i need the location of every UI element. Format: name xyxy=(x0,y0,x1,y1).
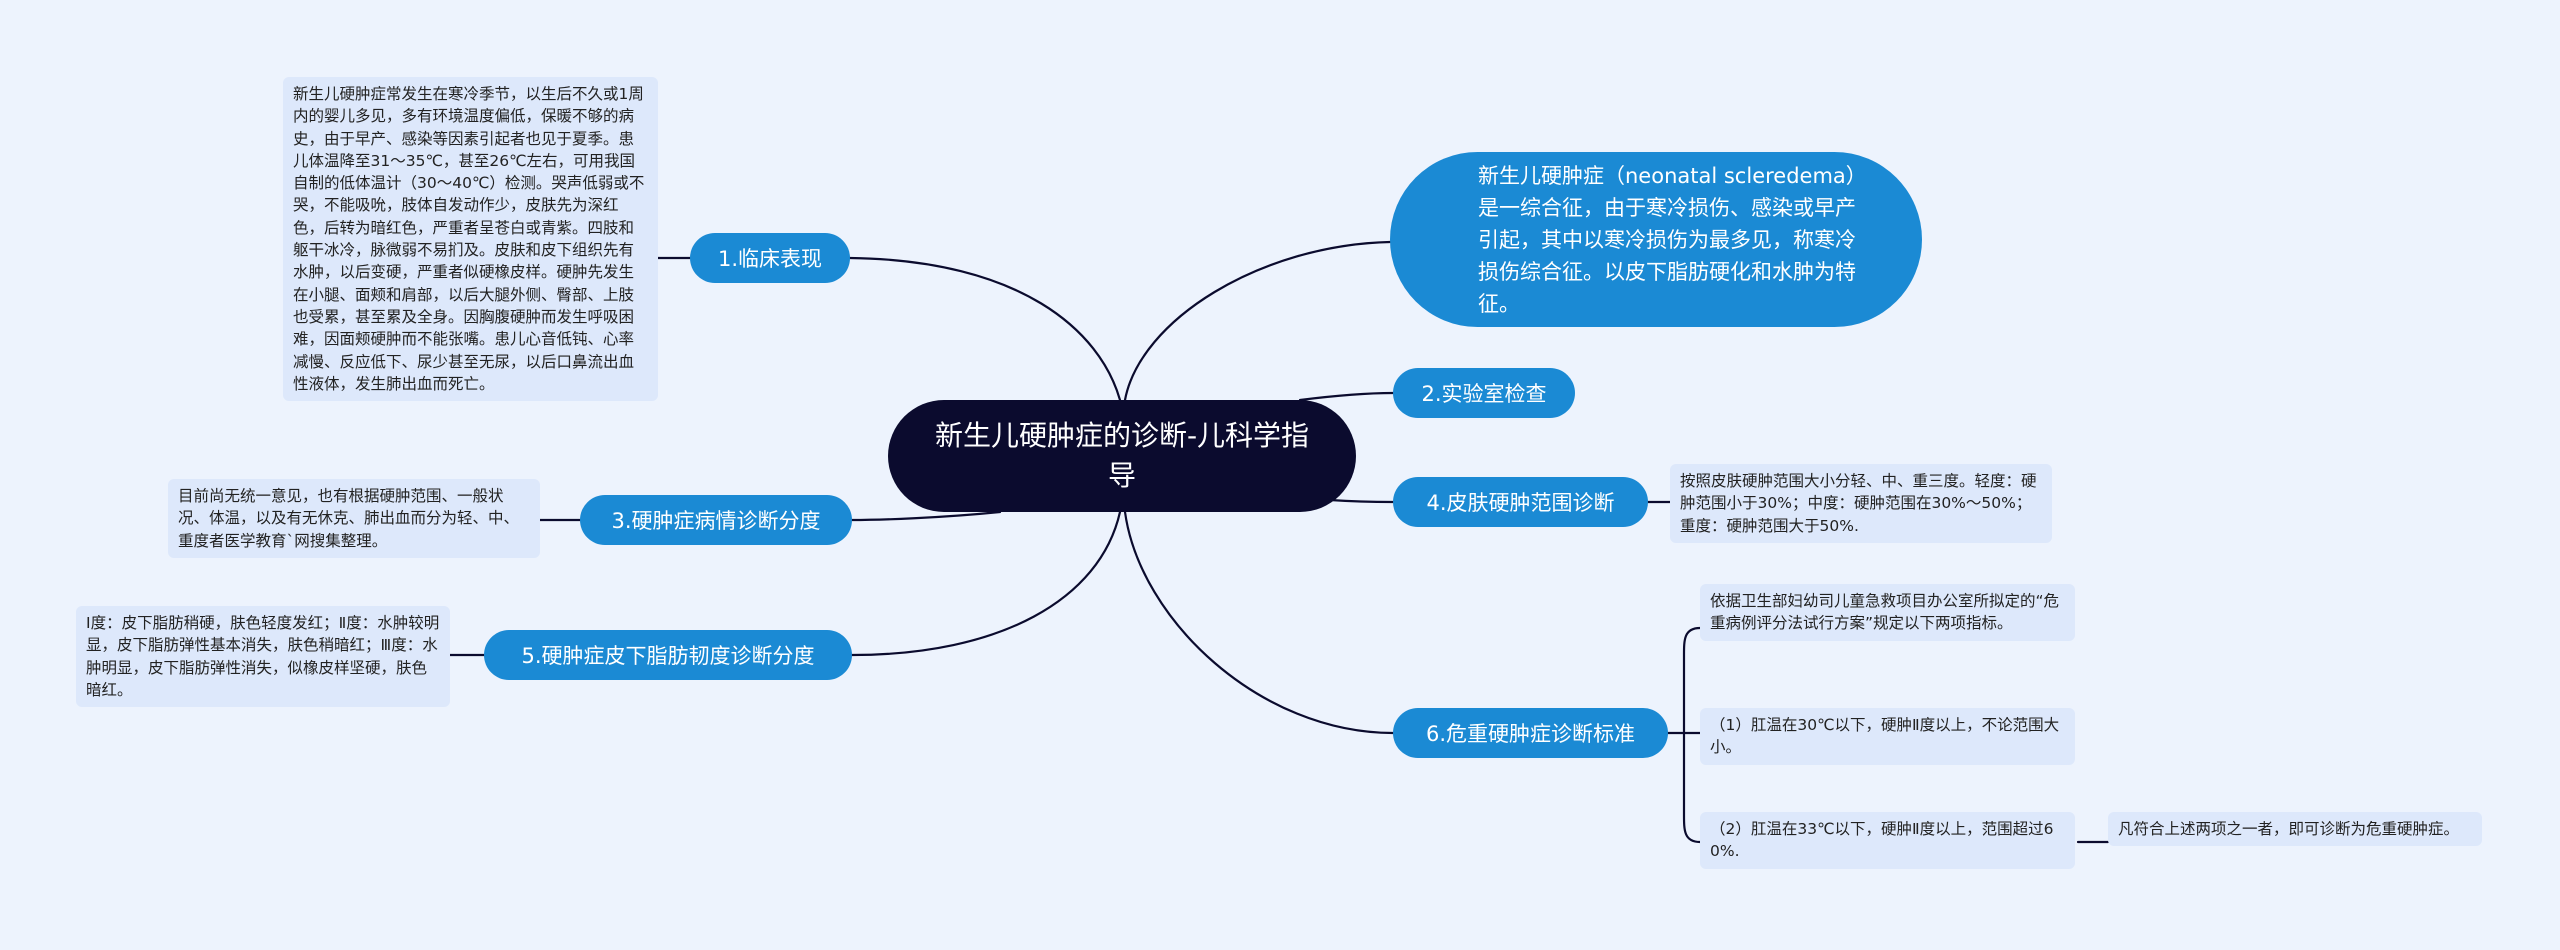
leaf-clinical[interactable]: 新生儿硬肿症常发生在寒冷季节，以生后不久或1周内的婴儿多见，多有环境温度偏低，保… xyxy=(283,77,658,402)
edge-central-critical xyxy=(1123,510,1395,735)
edge-central-lab xyxy=(1298,391,1395,402)
leaf-critical-2[interactable]: （2）肛温在33℃以下，硬肿Ⅱ度以上，范围超过60%. xyxy=(1700,812,2075,869)
branch-critical-label: 6.危重硬肿症诊断标准 xyxy=(1425,722,1636,746)
leaf-critical-2-text: （2）肛温在33℃以下，硬肿Ⅱ度以上，范围超过60%. xyxy=(1710,820,2054,861)
leaf-fat[interactable]: Ⅰ度：皮下脂肪稍硬，肤色轻度发红；Ⅱ度：水肿较明显，皮下脂肪弹性基本消失，肤色稍… xyxy=(76,606,450,708)
leaf-fat-text: Ⅰ度：皮下脂肪稍硬，肤色轻度发红；Ⅱ度：水肿较明显，皮下脂肪弹性基本消失，肤色稍… xyxy=(86,614,440,699)
leaf-skin[interactable]: 按照皮肤硬肿范围大小分轻、中、重三度。轻度：硬肿范围小于30%；中度：硬肿范围在… xyxy=(1670,464,2052,543)
branch-lab-label: 2.实验室检查 xyxy=(1421,382,1547,406)
branch-grade[interactable]: 3.硬肿症病情诊断分度 xyxy=(580,495,852,545)
leaf-critical-1[interactable]: （1）肛温在30℃以下，硬肿Ⅱ度以上，不论范围大小。 xyxy=(1700,708,2075,765)
edge-central-skin xyxy=(1328,498,1395,504)
leaf-critical-conclusion[interactable]: 凡符合上述两项之一者，即可诊断为危重硬肿症。 xyxy=(2108,812,2482,847)
branch-lab[interactable]: 2.实验室检查 xyxy=(1393,368,1575,418)
leaf-grade-text: 目前尚无统一意见，也有根据硬肿范围、一般状况、体温，以及有无休克、肺出血而分为轻… xyxy=(178,487,520,550)
branch-critical[interactable]: 6.危重硬肿症诊断标准 xyxy=(1393,708,1668,758)
edge-central-fat xyxy=(850,510,1122,657)
edge-central-clinical xyxy=(848,256,1122,402)
branch-fat[interactable]: 5.硬肿症皮下脂肪韧度诊断分度 xyxy=(484,630,852,680)
summary-text: 新生儿硬肿症（neonatal scleredema）是一综合征，由于寒冷损伤、… xyxy=(1478,163,1867,316)
branch-grade-label: 3.硬肿症病情诊断分度 xyxy=(611,509,821,533)
branch-clinical-label: 1.临床表现 xyxy=(717,247,823,271)
leaf-critical-intro-text: 依据卫生部妇幼司儿童急救项目办公室所拟定的“危重病例评分法试行方案”规定以下两项… xyxy=(1710,592,2060,633)
central-topic[interactable]: 新生儿硬肿症的诊断-儿科学指导 xyxy=(888,400,1356,512)
leaf-critical-conclusion-text: 凡符合上述两项之一者，即可诊断为危重硬肿症。 xyxy=(2118,820,2460,838)
edge-central-grade xyxy=(850,510,1002,522)
branch-clinical[interactable]: 1.临床表现 xyxy=(690,233,850,283)
leaf-grade[interactable]: 目前尚无统一意见，也有根据硬肿范围、一般状况、体温，以及有无休克、肺出血而分为轻… xyxy=(168,479,540,558)
edge-central-summary xyxy=(1123,240,1392,402)
branch-fat-label: 5.硬肿症皮下脂肪韧度诊断分度 xyxy=(521,644,815,668)
central-topic-label: 新生儿硬肿症的诊断-儿科学指导 xyxy=(934,419,1310,492)
edge-critical-bracket xyxy=(1666,626,1702,844)
leaf-critical-intro[interactable]: 依据卫生部妇幼司儿童急救项目办公室所拟定的“危重病例评分法试行方案”规定以下两项… xyxy=(1700,584,2075,641)
summary-node[interactable]: 新生儿硬肿症（neonatal scleredema）是一综合征，由于寒冷损伤、… xyxy=(1390,152,1922,327)
leaf-clinical-text: 新生儿硬肿症常发生在寒冷季节，以生后不久或1周内的婴儿多见，多有环境温度偏低，保… xyxy=(293,85,645,393)
branch-skin[interactable]: 4.皮肤硬肿范围诊断 xyxy=(1393,477,1648,527)
leaf-skin-text: 按照皮肤硬肿范围大小分轻、中、重三度。轻度：硬肿范围小于30%；中度：硬肿范围在… xyxy=(1680,472,2037,535)
leaf-critical-1-text: （1）肛温在30℃以下，硬肿Ⅱ度以上，不论范围大小。 xyxy=(1710,716,2060,757)
branch-skin-label: 4.皮肤硬肿范围诊断 xyxy=(1426,491,1615,515)
